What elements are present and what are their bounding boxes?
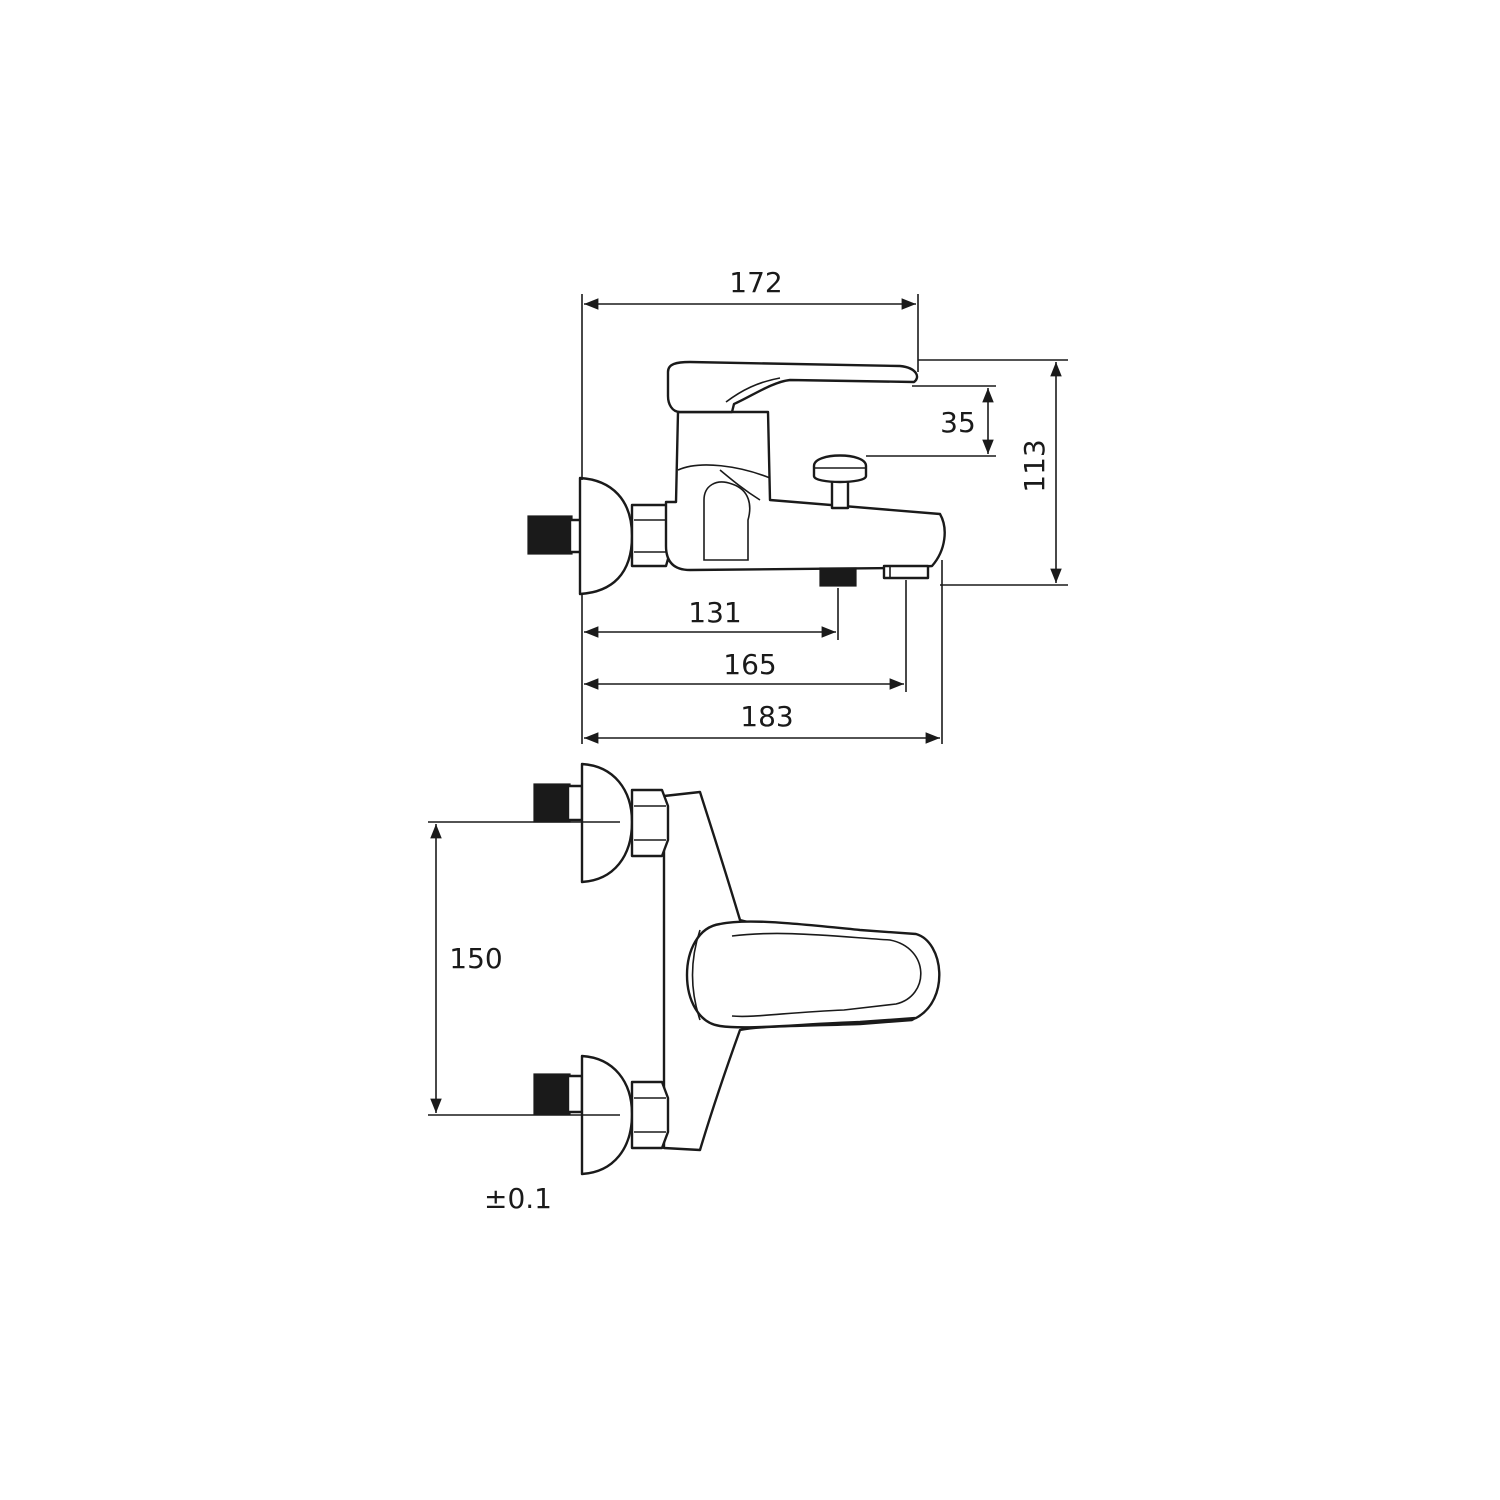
side-escutcheon [578, 476, 634, 596]
side-lever-handle [666, 360, 919, 414]
dim-label-131: 131 [688, 596, 741, 629]
side-hex-nut [630, 503, 672, 568]
side-diverter-knob [812, 454, 868, 510]
top-view: 150 ±0.1 [428, 762, 941, 1215]
dim-label-165: 165 [723, 648, 776, 681]
top-upper-inlet-thread [533, 783, 571, 823]
tolerance-label: ±0.1 [484, 1182, 552, 1215]
side-body [664, 410, 946, 572]
side-view: 172 35 113 131 165 183 [527, 266, 1068, 744]
dim-label-183: 183 [740, 700, 793, 733]
dim-label-113: 113 [1018, 439, 1051, 492]
side-inlet-thread [527, 515, 573, 555]
dim-label-35: 35 [940, 406, 976, 439]
top-upper-inlet [533, 762, 670, 884]
side-spout-aerator [882, 564, 930, 580]
top-lower-inlet-thread [533, 1073, 571, 1115]
top-lever-handle [685, 920, 941, 1029]
dim-label-172: 172 [729, 266, 782, 299]
dim-label-150: 150 [449, 942, 502, 975]
side-bath-outlet [819, 567, 857, 587]
